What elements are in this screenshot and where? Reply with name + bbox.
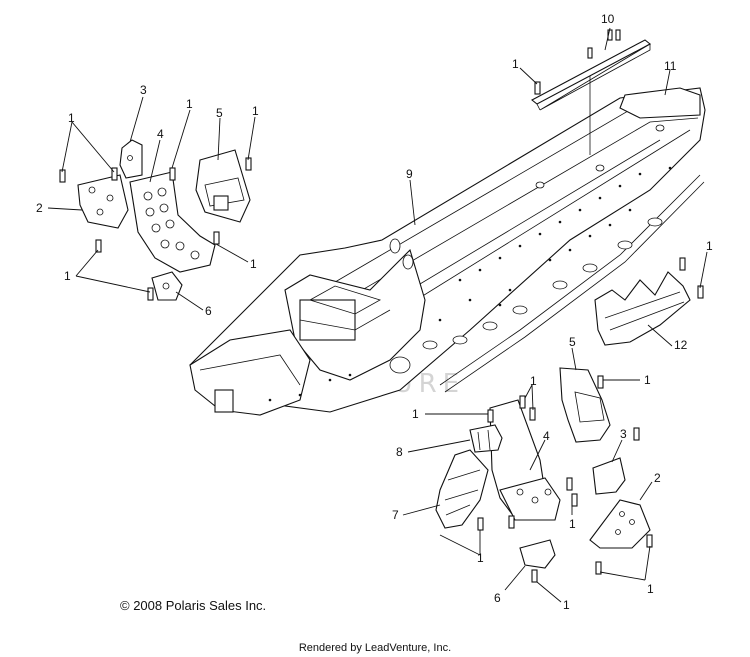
callout-1: 1 bbox=[64, 269, 71, 283]
callout-12: 12 bbox=[674, 338, 688, 352]
callout-1: 1 bbox=[250, 257, 257, 271]
callout-10: 10 bbox=[601, 12, 615, 26]
callout-5: 5 bbox=[569, 335, 576, 349]
panel-part-7 bbox=[435, 449, 489, 529]
callout-5: 5 bbox=[216, 106, 223, 120]
callout-3: 3 bbox=[620, 427, 627, 441]
callout-3: 3 bbox=[140, 83, 147, 97]
bracket-part-2-left bbox=[77, 174, 129, 229]
callout-11: 11 bbox=[664, 59, 677, 73]
rear-bumper-part-11 bbox=[619, 87, 701, 119]
bracket-part-2-right bbox=[589, 499, 651, 549]
callout-1: 1 bbox=[68, 111, 75, 125]
bracket-part-3-left bbox=[119, 139, 143, 179]
callout-7: 7 bbox=[392, 508, 399, 522]
callout-1: 1 bbox=[563, 598, 570, 612]
top-rail-part-10 bbox=[531, 39, 651, 155]
leader-lines bbox=[47, 27, 708, 603]
bracket-part-6-left bbox=[151, 271, 183, 301]
fasteners-top bbox=[534, 29, 621, 95]
panel-part-4-left bbox=[129, 171, 216, 273]
callout-labels: 1 2 3 4 1 5 1 1 1 6 9 1 10 11 1 12 5 1 1… bbox=[36, 12, 713, 612]
fasteners-lower-right bbox=[477, 375, 653, 583]
callout-4: 4 bbox=[157, 127, 164, 141]
callout-8: 8 bbox=[396, 445, 403, 459]
callout-2: 2 bbox=[654, 471, 661, 485]
callout-1: 1 bbox=[647, 582, 654, 596]
bracket-part-6-right bbox=[519, 539, 556, 569]
callout-2: 2 bbox=[36, 201, 43, 215]
callout-1: 1 bbox=[644, 373, 651, 387]
callout-1: 1 bbox=[477, 551, 484, 565]
callout-1: 1 bbox=[530, 374, 537, 388]
panel-part-4-right bbox=[489, 399, 561, 521]
callout-9: 9 bbox=[406, 167, 413, 181]
heat-exchanger-guard-part-12 bbox=[594, 271, 691, 346]
callout-1: 1 bbox=[569, 517, 576, 531]
callout-6: 6 bbox=[205, 304, 212, 318]
copyright-notice: © 2008 Polaris Sales Inc. bbox=[120, 598, 267, 613]
callout-1: 1 bbox=[512, 57, 519, 71]
bracket-part-5-left bbox=[195, 149, 251, 223]
bracket-part-3-right bbox=[592, 457, 626, 495]
chassis-frame bbox=[189, 87, 706, 416]
callout-1: 1 bbox=[252, 104, 259, 118]
callout-1: 1 bbox=[412, 407, 419, 421]
callout-4: 4 bbox=[543, 429, 550, 443]
callout-6: 6 bbox=[494, 591, 501, 605]
callout-1: 1 bbox=[706, 239, 713, 253]
bracket-part-8 bbox=[469, 424, 503, 453]
callout-1: 1 bbox=[186, 97, 193, 111]
bracket-part-5-right bbox=[559, 367, 611, 443]
rendered-by-credit: Rendered by LeadVenture, Inc. bbox=[298, 642, 452, 654]
